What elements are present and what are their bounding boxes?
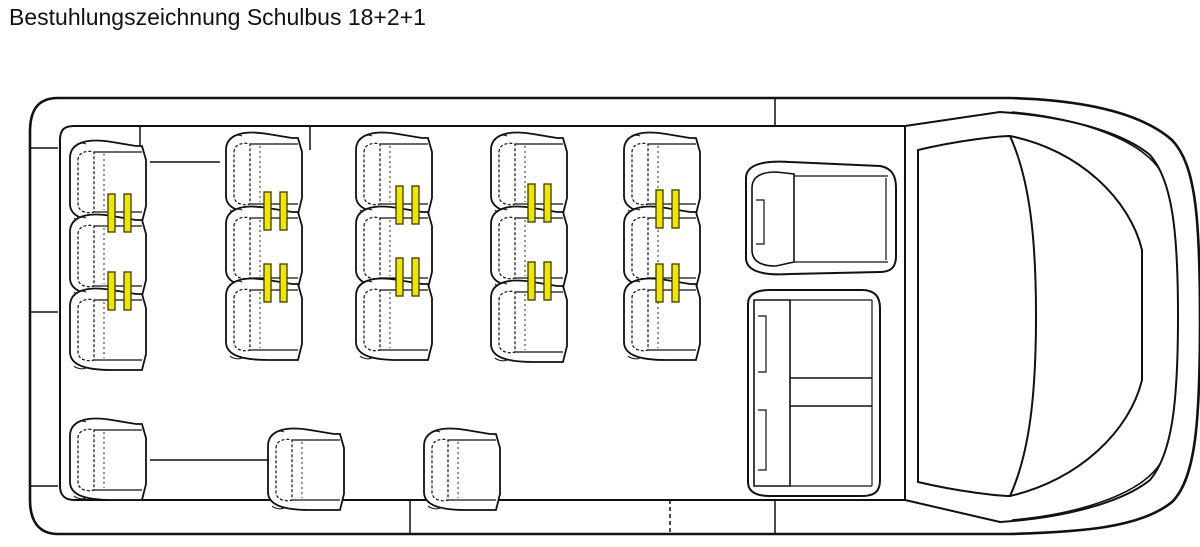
seat [355, 131, 433, 215]
mirror-top [1011, 111, 1161, 171]
driver-seat [745, 160, 897, 276]
seat-row-aisle [69, 417, 501, 511]
passenger-compartment [59, 125, 906, 501]
seat-row-3 [355, 131, 433, 361]
seat-row-1 [69, 139, 147, 371]
dashboard [917, 134, 1038, 498]
seat-row-5 [623, 131, 701, 361]
seat-row-2 [225, 131, 303, 361]
seat [267, 427, 345, 511]
seat [69, 417, 147, 501]
seat [423, 427, 501, 511]
outer-hull [28, 96, 1200, 536]
mirror-bottom [1011, 463, 1161, 521]
seat-row-4 [490, 131, 568, 363]
windshield [1009, 135, 1143, 497]
seat [355, 277, 433, 361]
seat [355, 205, 433, 289]
front-passenger-bench [747, 289, 881, 497]
page-title: Bestuhlungszeichnung Schulbus 18+2+1 [9, 4, 426, 30]
bus-body [28, 96, 1200, 536]
cab-outline [904, 110, 1180, 524]
